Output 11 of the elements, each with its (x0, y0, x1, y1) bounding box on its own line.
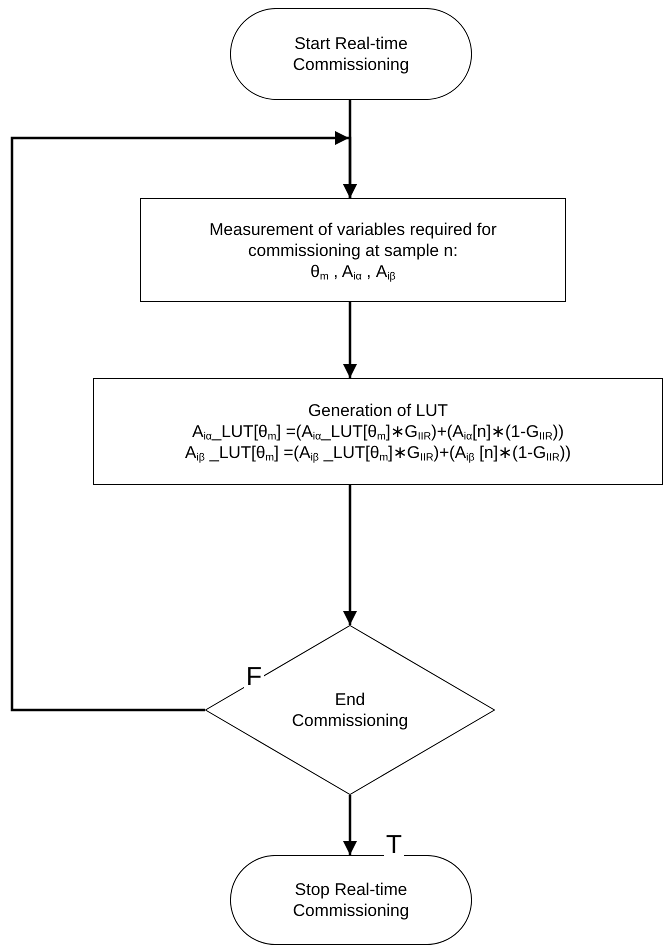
process-box (93, 378, 663, 485)
formula-text: A$_{iα}$_LUT[θ$_{m}$] =(A$_{iα}$_LUT[θ$_{m}$]∗G$_{IIR}$)+(A$_{iα}$[n]∗(1-G$_{IIR}$)) (192, 421, 564, 442)
formula-text: θ$_{m}$ , A$_{iα}$ , A$_{iβ}$ (310, 260, 396, 282)
node-text: Start Real-time Commissioning (292, 33, 410, 75)
process-box (140, 198, 566, 302)
decision-diamond (205, 625, 495, 795)
node-text: Measurement of variables required for commissioning at sample n: (208, 218, 498, 260)
node-text: End Commissioning (290, 689, 410, 731)
node-text: Generation of LUT (308, 400, 448, 421)
node-text: Stop Real-time Commissioning (292, 879, 410, 921)
formula-text: A$_{iβ}$ _LUT[θ$_{m}$] =(A$_{iβ}$ _LUT[θ$_{m}$]∗G$_{IIR}$)+(A$_{iβ}$ [n]∗(1-G$_{IIR}$)) (185, 442, 571, 463)
